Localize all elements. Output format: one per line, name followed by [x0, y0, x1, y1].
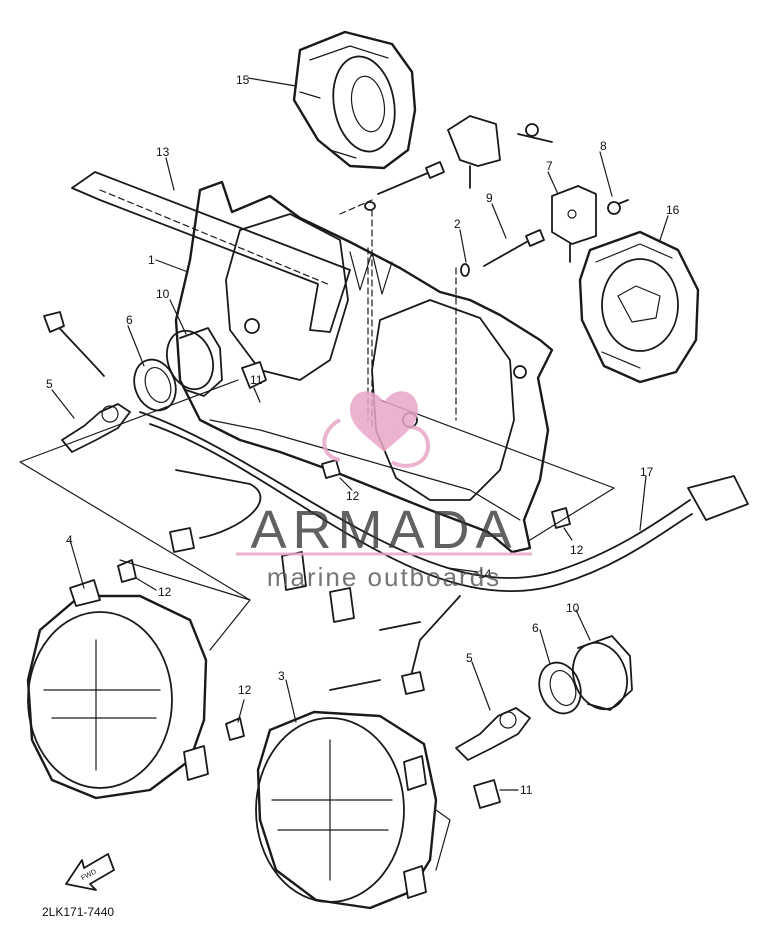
- callout-9: 9: [486, 191, 493, 205]
- part-6-ring-left[interactable]: [127, 354, 182, 417]
- callout-10b: 10: [566, 601, 580, 615]
- callout-11a: 11: [250, 373, 263, 387]
- part-16-cover[interactable]: [578, 230, 700, 384]
- part-2-grommet[interactable]: [364, 201, 470, 277]
- part-3-headlight-right[interactable]: [255, 710, 438, 910]
- callout-8: 8: [600, 139, 607, 153]
- callout-16: 16: [666, 203, 680, 217]
- callout-12b: 12: [570, 543, 584, 557]
- part-17-harness[interactable]: [43, 311, 749, 695]
- diagram-code: 2LK171-7440: [42, 905, 114, 919]
- callout-7: 7: [546, 159, 553, 173]
- callout-2: 2: [454, 217, 461, 231]
- assembly-lines: [19, 199, 615, 871]
- part-6-ring-right[interactable]: [532, 657, 587, 720]
- part-7-bracket[interactable]: [447, 115, 597, 263]
- fwd-arrow: FWD: [65, 853, 115, 891]
- watermark: ARMADA marine outboards: [236, 391, 532, 592]
- callout-12c: 12: [158, 585, 172, 599]
- part-8-bolt[interactable]: [517, 123, 629, 215]
- callout-12d: 12: [238, 683, 252, 697]
- callout-17: 17: [640, 465, 654, 479]
- part-10-socket-left[interactable]: [159, 324, 223, 397]
- callout-1: 1: [148, 253, 155, 267]
- part-5-bulb-left[interactable]: [61, 403, 131, 453]
- part-1-housing[interactable]: [174, 180, 554, 554]
- callout-13: 13: [156, 145, 170, 159]
- part-13-foam-strip[interactable]: [71, 171, 351, 333]
- part-5-bulb-right[interactable]: [455, 707, 531, 761]
- callout-3: 3: [278, 669, 285, 683]
- callout-14: 14: [478, 567, 492, 581]
- part-11-socket-upper[interactable]: [241, 361, 267, 389]
- part-4-headlight-left[interactable]: [26, 579, 209, 800]
- watermark-tagline: marine outboards: [267, 562, 501, 592]
- callout-leaders: [51, 77, 669, 791]
- callout-6a: 6: [126, 313, 133, 327]
- callout-12a: 12: [346, 489, 360, 503]
- callout-10a: 10: [156, 287, 170, 301]
- callout-labels: 15 13 1 2 8 7 9 16 10 6 5 11 12 12 17 14…: [46, 73, 680, 797]
- callout-5a: 5: [46, 377, 53, 391]
- callout-6b: 6: [532, 621, 539, 635]
- part-10-socket-right[interactable]: [564, 635, 636, 717]
- callout-4: 4: [66, 533, 73, 547]
- part-15-cover[interactable]: [292, 30, 417, 170]
- callout-5b: 5: [466, 651, 473, 665]
- watermark-logo-icon: [322, 391, 431, 468]
- part-11-socket-lower[interactable]: [473, 779, 501, 809]
- callout-15: 15: [236, 73, 250, 87]
- part-9-bolt[interactable]: [377, 161, 545, 267]
- callout-11b: 11: [520, 783, 533, 797]
- watermark-brand: ARMADA: [250, 500, 517, 560]
